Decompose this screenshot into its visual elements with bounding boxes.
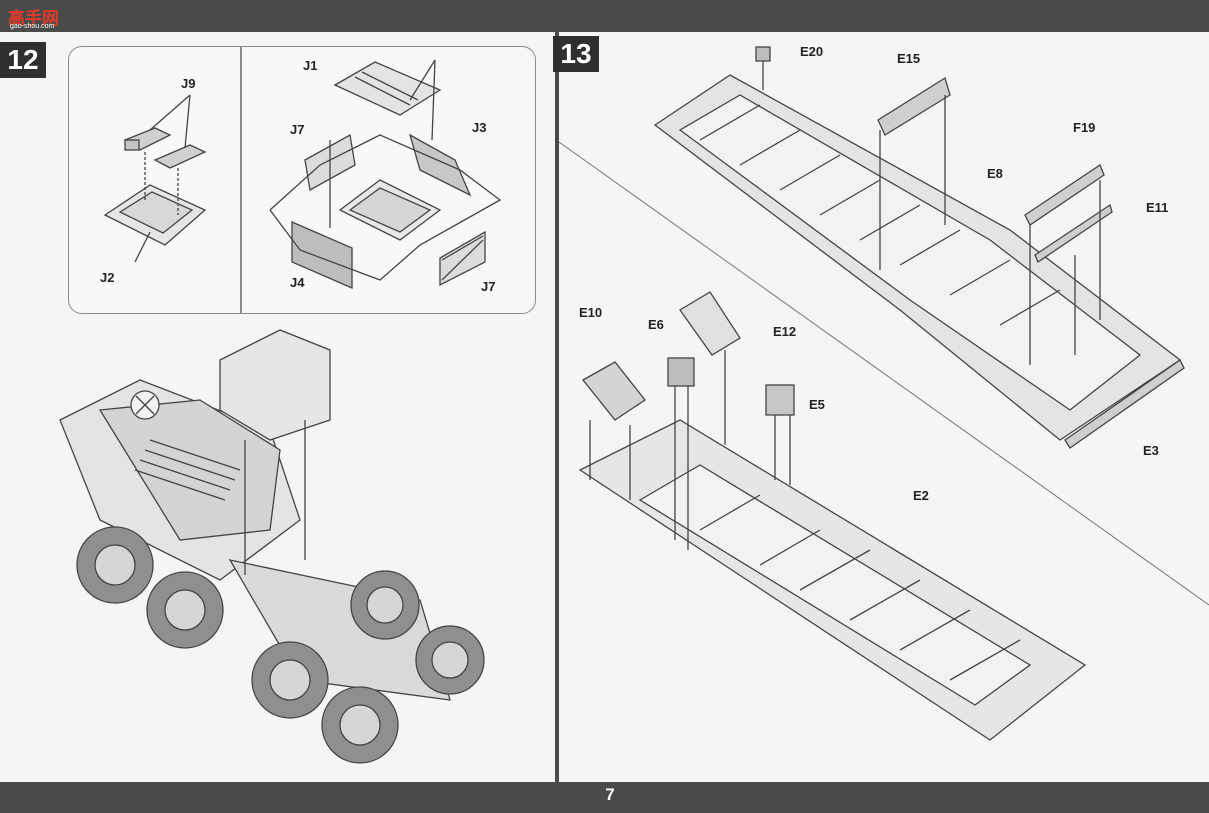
label-e8: E8 [987,166,1003,181]
j9-part-left [123,127,172,151]
j4-panel [291,221,353,289]
page-number: 7 [605,785,615,804]
e15-part [877,76,951,136]
label-e11: E11 [1146,200,1169,215]
e5-part [765,384,795,416]
label-e6: E6 [648,317,664,332]
j3-side-panel [408,133,472,197]
label-e20: E20 [800,44,824,59]
top-banner [0,0,1209,32]
truck-wheel-4 [321,686,399,764]
label-j2: J2 [100,270,115,285]
j1-lid [333,61,442,116]
label-e5: E5 [809,397,825,412]
e10-part [582,361,646,421]
truck-wheel-1 [76,526,154,604]
label-e3: E3 [1143,443,1159,458]
truck-wheel-5 [350,570,420,640]
e11-part [1034,203,1113,263]
j7-side-panel-bottom [439,230,486,287]
step-13-number: 13 [553,36,599,72]
e6-part [667,357,695,387]
j2-part [103,184,207,246]
e3-part [1064,359,1185,449]
logo-text: 高手网 [8,9,59,28]
label-j9: J9 [181,76,196,91]
panel-divider [555,32,559,782]
e2-chassis-frame [578,419,1087,741]
label-e2: E2 [913,488,929,503]
box-tray [338,179,442,241]
label-e12: E12 [773,324,797,339]
label-j3: J3 [472,120,487,135]
site-logo: 高手网 gao-shou.com [4,2,74,30]
f19-part [1024,164,1105,226]
e8-chassis-frame [653,74,1182,441]
e12-part [679,291,741,356]
label-j7-bottom: J7 [481,279,496,294]
j9-part-right [153,144,207,169]
step-12-number: 12 [0,42,46,78]
sub-assembly-separator [240,46,242,314]
truck-wheel-3 [251,641,329,719]
label-j1: J1 [303,58,318,73]
logo-url: gao-shou.com [10,23,55,30]
truck-wheel-6 [415,625,485,695]
label-j7-top: J7 [290,122,305,137]
e20-part [755,46,771,62]
label-e15: E15 [897,51,921,66]
truck-body [59,329,451,701]
label-j4: J4 [290,275,305,290]
truck-wheel-2 [146,571,224,649]
label-e10: E10 [579,305,603,320]
bottom-banner [0,782,1209,813]
label-f19: F19 [1073,120,1096,135]
